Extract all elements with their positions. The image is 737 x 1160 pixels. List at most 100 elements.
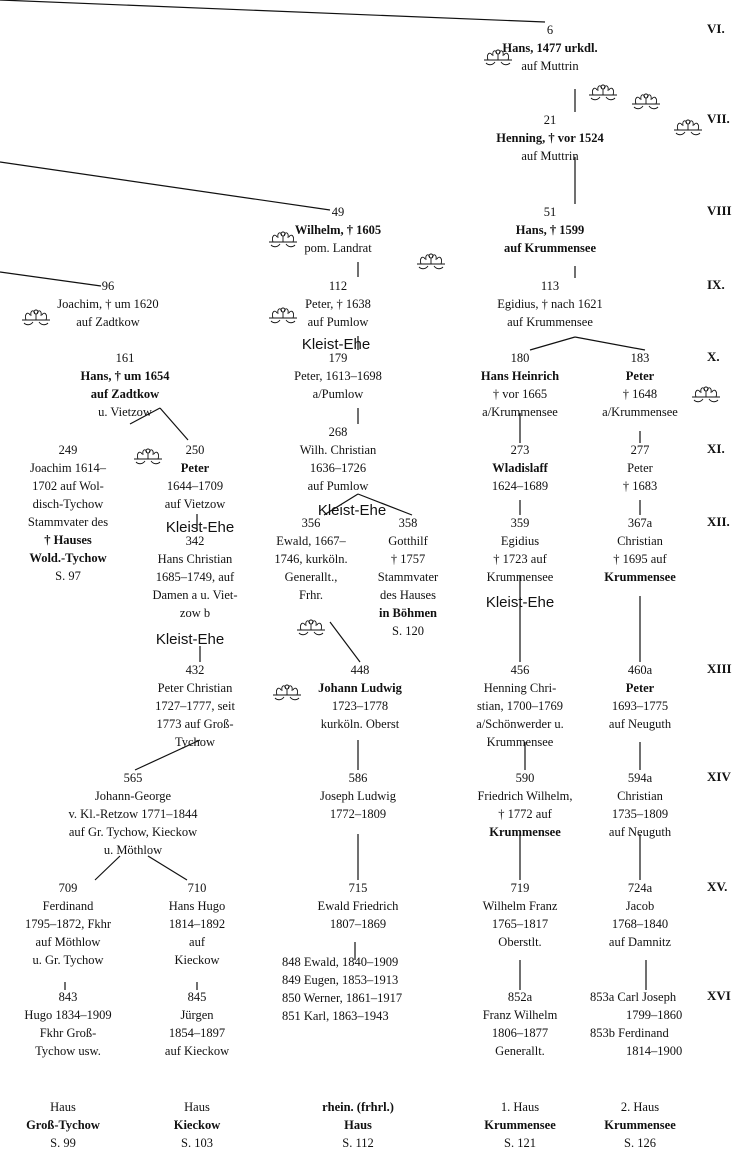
sibling-entry: 853b Ferdinand (590, 1026, 669, 1040)
generation-label: VII. (707, 111, 730, 126)
node-text: in Böhmen (378, 606, 437, 620)
node-number: 845 (187, 990, 207, 1004)
node-text: 1636–1726 (309, 461, 367, 475)
node-text: Hans Hugo (168, 899, 226, 913)
node-number: 432 (185, 663, 205, 677)
node-text: stian, 1700–1769 (476, 699, 564, 713)
node-text: u. Gr. Tychow (32, 953, 104, 967)
node-text: Gotthilf (388, 534, 428, 548)
sibling-entry: 851 Karl, 1863–1943 (282, 1009, 389, 1023)
generation-label: VIII (707, 203, 732, 218)
node-text: Krummensee (604, 570, 676, 584)
marriage-label: Kleist-Ehe (485, 594, 555, 611)
node-text: auf Neuguth (608, 825, 672, 839)
sibling-entry: 1814–1900 (626, 1044, 683, 1058)
node-text: Johann Ludwig (318, 681, 402, 695)
node-number: 49 (331, 205, 345, 219)
node-text: 1854–1897 (168, 1026, 226, 1040)
marriage-label: Kleist-Ehe (155, 631, 225, 648)
node-text: Kieckow (174, 953, 220, 967)
generation-label: X. (707, 349, 720, 364)
node-text: Fkhr Groß- (39, 1026, 97, 1040)
node-text: Damen a u. Viet- (152, 588, 238, 602)
node-number: 586 (348, 771, 368, 785)
node-number: 715 (348, 881, 368, 895)
node-text: Peter (625, 369, 655, 383)
node-text: u. Vietzow (98, 405, 152, 419)
node-text: auf (189, 935, 205, 949)
node-text: Wilhelm, † 1605 (294, 223, 382, 237)
connector-line (329, 621, 361, 663)
house-text: Groß-Tychow (26, 1118, 100, 1132)
node-text: 1746, kurköln. (274, 552, 348, 566)
node-text: 1693–1775 (611, 699, 669, 713)
node-number: 448 (350, 663, 370, 677)
house-text: Krummensee (604, 1118, 676, 1132)
node-number: 273 (510, 443, 530, 457)
sibling-entry: 853a Carl Joseph (590, 990, 677, 1004)
node-text: Hans Heinrich (480, 369, 560, 383)
house-text: 2. Haus (620, 1100, 660, 1114)
node-number: 710 (187, 881, 207, 895)
node-number: 113 (540, 279, 560, 293)
node-text: Wold.-Tychow (29, 551, 107, 565)
node-text: 1723–1778 (331, 699, 389, 713)
node-text: † 1695 auf (613, 552, 667, 566)
house-text: rhein. (frhrl.) (322, 1100, 394, 1114)
heraldic-sprig-icon (269, 231, 297, 248)
node-number: 590 (515, 771, 535, 785)
node-text: Wladislaff (492, 461, 548, 475)
node-text: Krummensee (486, 570, 554, 584)
connector-line (134, 739, 201, 771)
heraldic-sprig-icon (22, 309, 50, 326)
node-text: S. 97 (55, 569, 81, 583)
sibling-entry: 850 Werner, 1861–1917 (282, 991, 403, 1005)
node-text: Hans, 1477 urkdl. (502, 41, 598, 55)
node-number: 51 (543, 205, 557, 219)
node-text: auf Zadtkow (76, 315, 140, 329)
node-text: zow b (179, 606, 211, 620)
node-text: Joseph Ludwig (319, 789, 397, 803)
heraldic-sprig-icon (273, 684, 301, 701)
node-number: 594a (627, 771, 653, 785)
node-text: Peter (625, 681, 655, 695)
node-text: a/Schönwerder u. (476, 717, 564, 731)
heraldic-sprig-icon (134, 448, 162, 465)
node-text: Generallt. (495, 1044, 545, 1058)
house-text: Haus (184, 1100, 210, 1114)
node-text: Hans, † 1599 (515, 223, 585, 237)
node-text: v. Kl.-Retzow 1771–1844 (68, 807, 198, 821)
connector-line (323, 493, 359, 516)
node-text: † 1683 (622, 479, 658, 493)
node-text: 1644–1709 (166, 479, 224, 493)
node-number: 180 (510, 351, 530, 365)
node-text: Oberstlt. (498, 935, 542, 949)
heraldic-sprig-icon (674, 119, 702, 136)
node-text: Wilh. Christian (299, 443, 377, 457)
node-number: 96 (101, 279, 115, 293)
node-number: 852a (507, 990, 533, 1004)
generation-label: VI. (707, 21, 725, 36)
node-text: Joachim 1614– (29, 461, 107, 475)
node-text: 1765–1817 (491, 917, 549, 931)
node-text: 1806–1877 (491, 1026, 549, 1040)
node-text: Jürgen (180, 1008, 214, 1022)
node-number: 367a (627, 516, 653, 530)
node-text: auf Pumlow (307, 479, 369, 493)
node-number: 161 (115, 351, 135, 365)
node-text: auf Krummensee (507, 315, 593, 329)
